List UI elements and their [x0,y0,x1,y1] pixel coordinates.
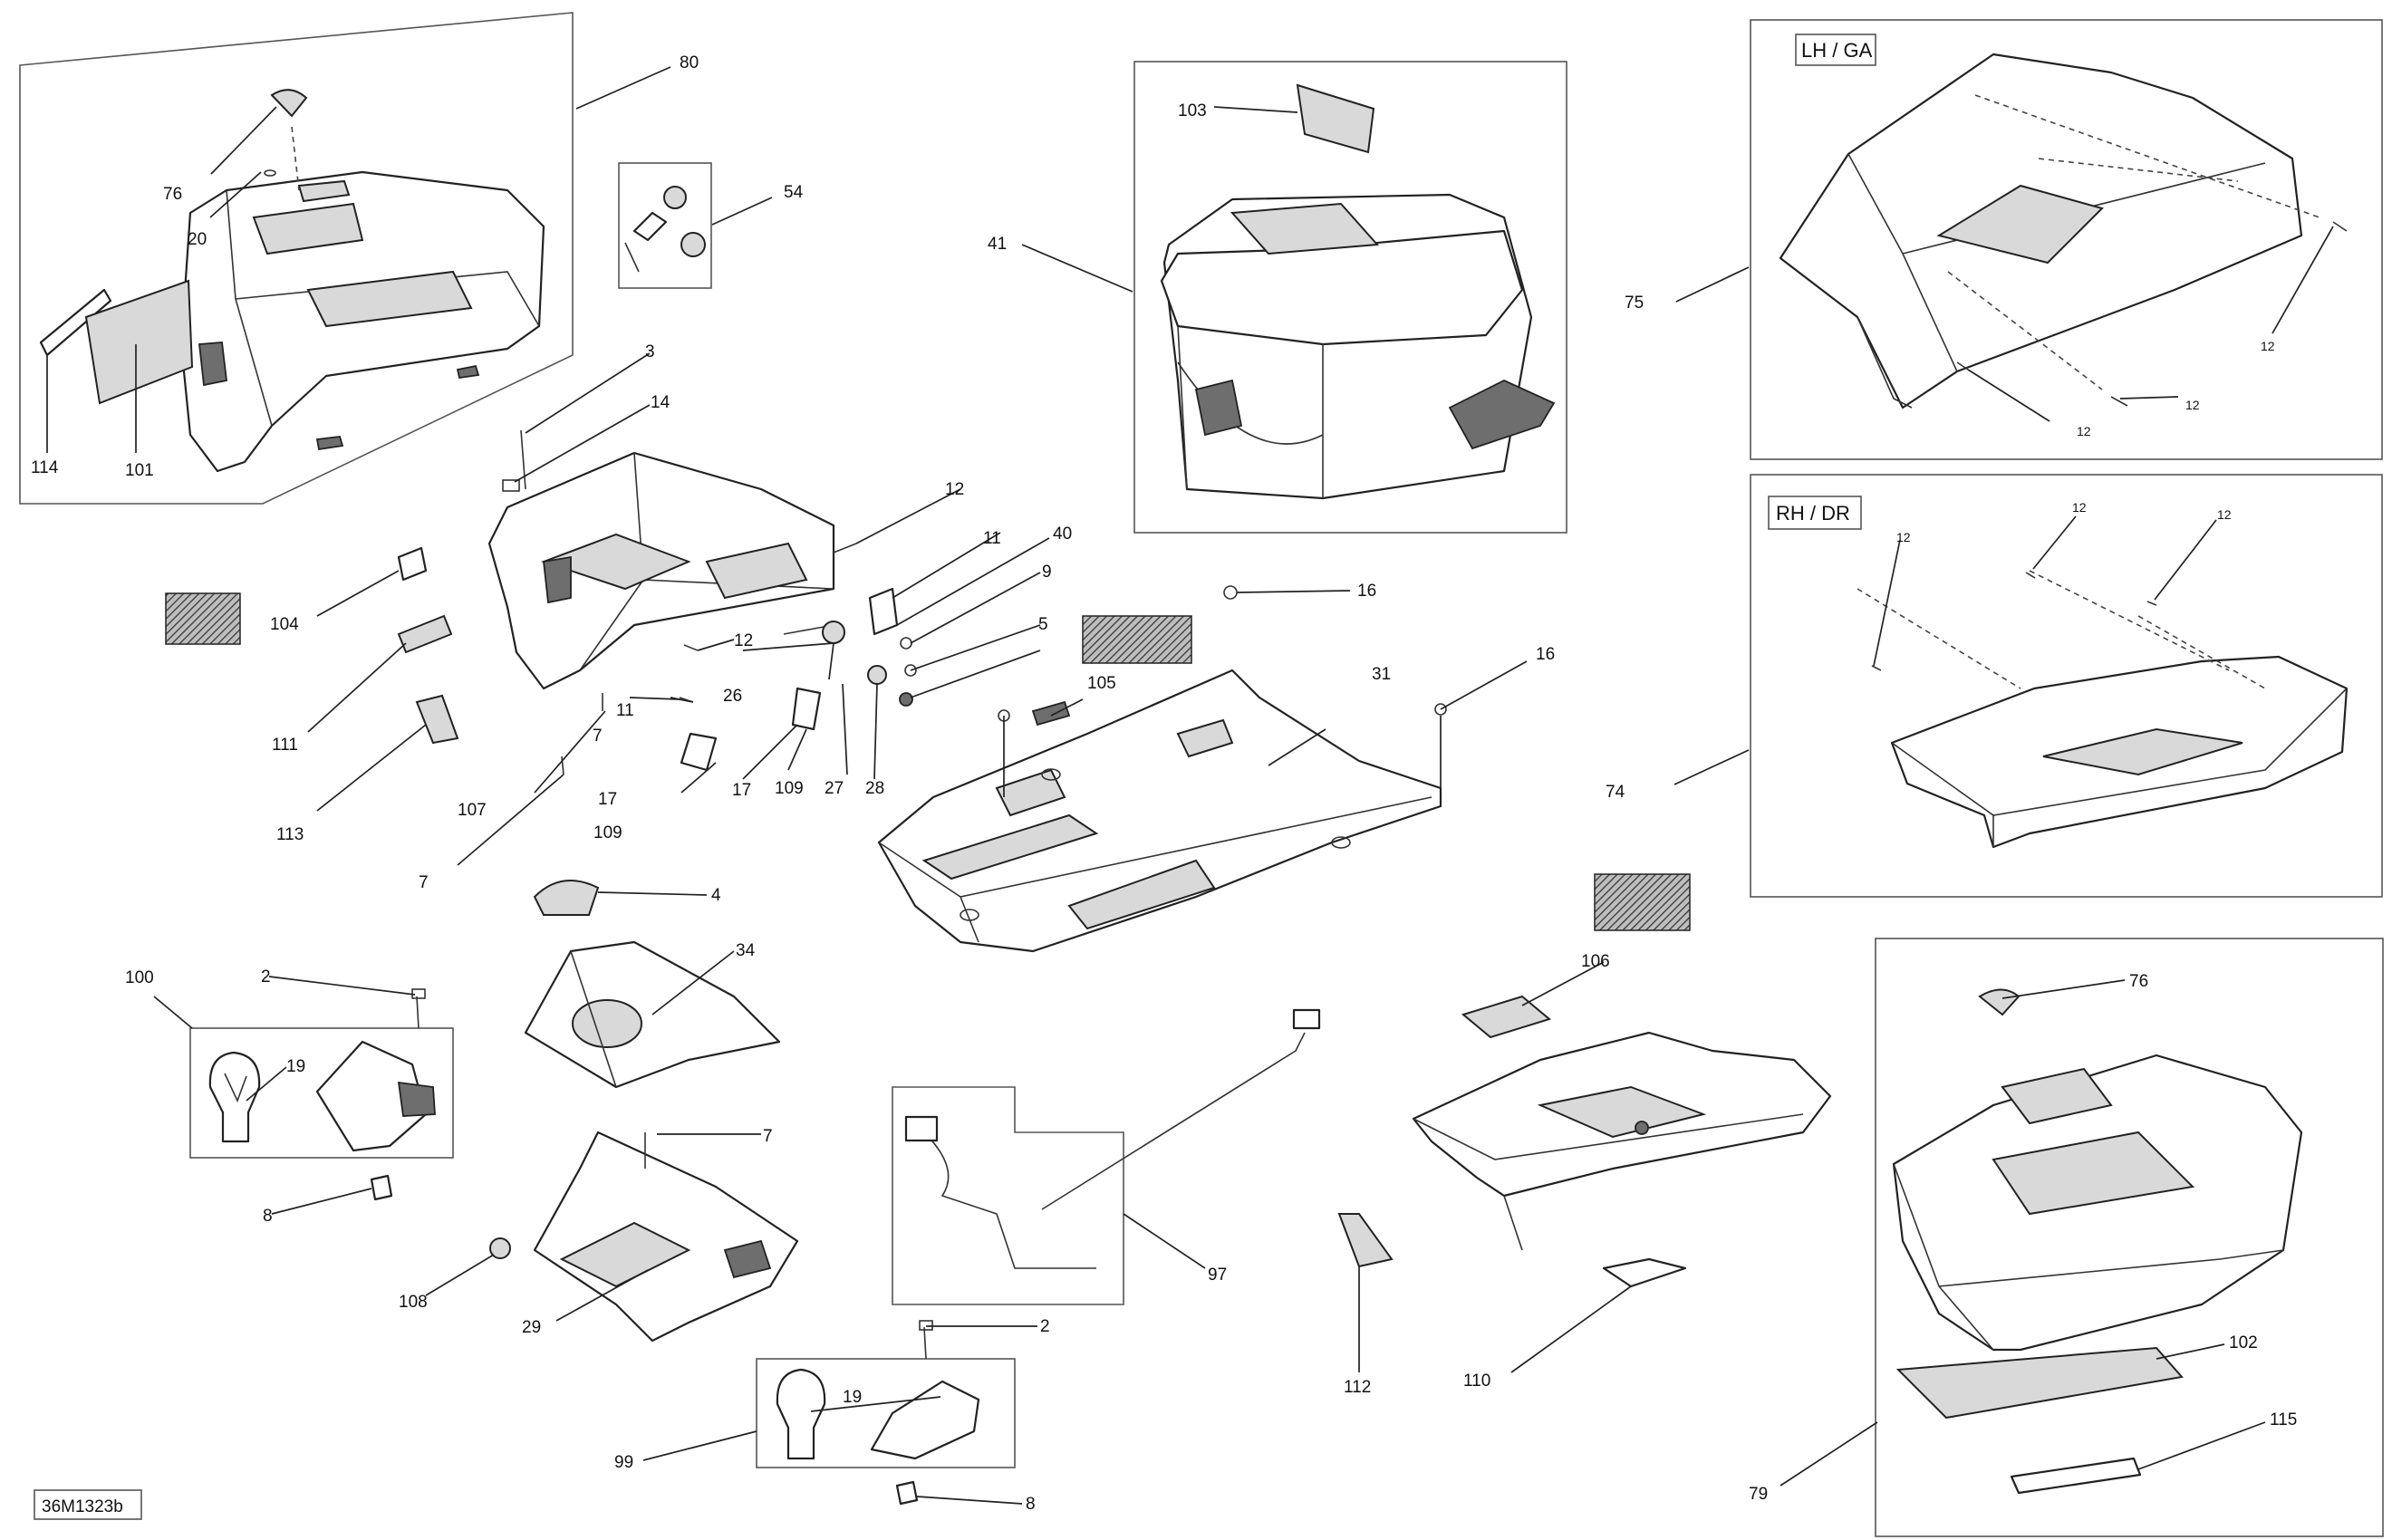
callout-label: 12 [2261,339,2275,353]
callout-label: 12 [2077,424,2091,438]
callout-label: 3 [645,342,655,361]
lh-bracket-kit-75: LH / GA [1750,19,2383,460]
callout-label: 16 [1357,582,1376,601]
callout-label: 19 [286,1057,305,1076]
decals-left [165,546,459,745]
callout-label: 112 [1344,1378,1371,1397]
callout-label: 7 [763,1127,773,1146]
callout-label: 108 [399,1293,428,1312]
callout-label: 76 [163,185,182,204]
callout-label: 12 [734,631,753,650]
callout-label: 115 [2270,1410,2297,1429]
callout-label: 7 [593,727,603,746]
callout-label: 76 [2129,972,2148,991]
callout-label: 104 [270,615,299,634]
callout-label: 4 [711,886,721,905]
callout-label: 2 [1040,1317,1050,1336]
lh-side-label: LH / GA [1801,39,1873,62]
callout-label: 101 [125,461,154,480]
callout-label: 111 [272,736,298,755]
wire-harness-97 [892,1008,1321,1305]
callout-label: 8 [263,1207,273,1226]
callout-label: 34 [736,941,756,960]
skid-plate-31 [877,585,1447,953]
callout-label: 11 [983,529,1001,548]
callout-label: 11 [616,701,634,720]
callout-label: 75 [1625,294,1644,313]
callout-label: 12 [2217,507,2232,522]
callout-label: 12 [2072,500,2087,515]
callout-label: 99 [614,1453,633,1472]
rh-side-label: RH / DR [1776,502,1850,525]
callout-label: 109 [775,779,804,798]
rh-tray-kit-74: RH / DR [1750,474,2383,898]
callout-label: 2 [261,967,271,987]
storage-bag-kit-41 [1133,61,1567,534]
callout-label: 103 [1178,101,1207,120]
callout-label: 7 [419,873,429,892]
callout-label: 41 [988,235,1007,254]
callout-label: 110 [1463,1372,1490,1391]
callout-label: 26 [723,687,742,706]
callout-label: 74 [1606,783,1625,802]
diagram-id-box [34,1489,142,1520]
callout-label: 40 [1053,525,1072,544]
callout-label: 114 [31,458,59,477]
housing-29 [489,1131,799,1343]
tray-assembly [1412,873,1832,1288]
callout-label: 16 [1536,645,1555,664]
callout-label: 102 [2229,1333,2258,1352]
light-kit-99 [756,1320,1016,1506]
callout-label: 28 [865,779,884,798]
mounting-bracket [487,429,835,690]
callout-label: 106 [1581,952,1610,971]
callout-label: 54 [784,183,804,202]
storage-box-kit-79 [1875,938,2384,1537]
callout-label: 12 [945,480,964,499]
lock-kit-54 [618,162,712,289]
callout-label: 12 [1896,530,1911,544]
cover-34 [524,880,781,1089]
callout-label: 109 [593,823,622,842]
callout-label: 105 [1087,674,1116,693]
callout-labels: 80 76 20 114 101 54 103 41 75 12 12 12 3… [31,53,2297,1514]
callout-label: 20 [188,230,207,249]
callout-label: 31 [1372,665,1391,684]
callout-label: 17 [598,790,617,809]
callout-label: 113 [276,825,304,844]
callout-label: 97 [1208,1266,1227,1285]
callout-label: 79 [1749,1485,1768,1504]
callout-label: 14 [651,393,670,412]
callout-label: 100 [125,968,154,987]
decal-112 [1337,1213,1394,1268]
callout-label: 27 [825,779,844,798]
diagram-id: 36M1323b [42,1497,123,1516]
callout-label: 12 [2185,398,2200,412]
callout-label: 17 [732,781,751,800]
callout-label: 9 [1042,563,1052,582]
callout-label: 107 [458,801,487,820]
light-kit-100 [189,988,454,1201]
storage-box-kit-80 [19,12,574,505]
callout-label: 5 [1038,615,1048,634]
callout-label: 8 [1026,1495,1036,1514]
callout-label: 19 [843,1388,862,1407]
callout-label: 29 [522,1318,541,1337]
callout-label: 80 [680,53,699,72]
